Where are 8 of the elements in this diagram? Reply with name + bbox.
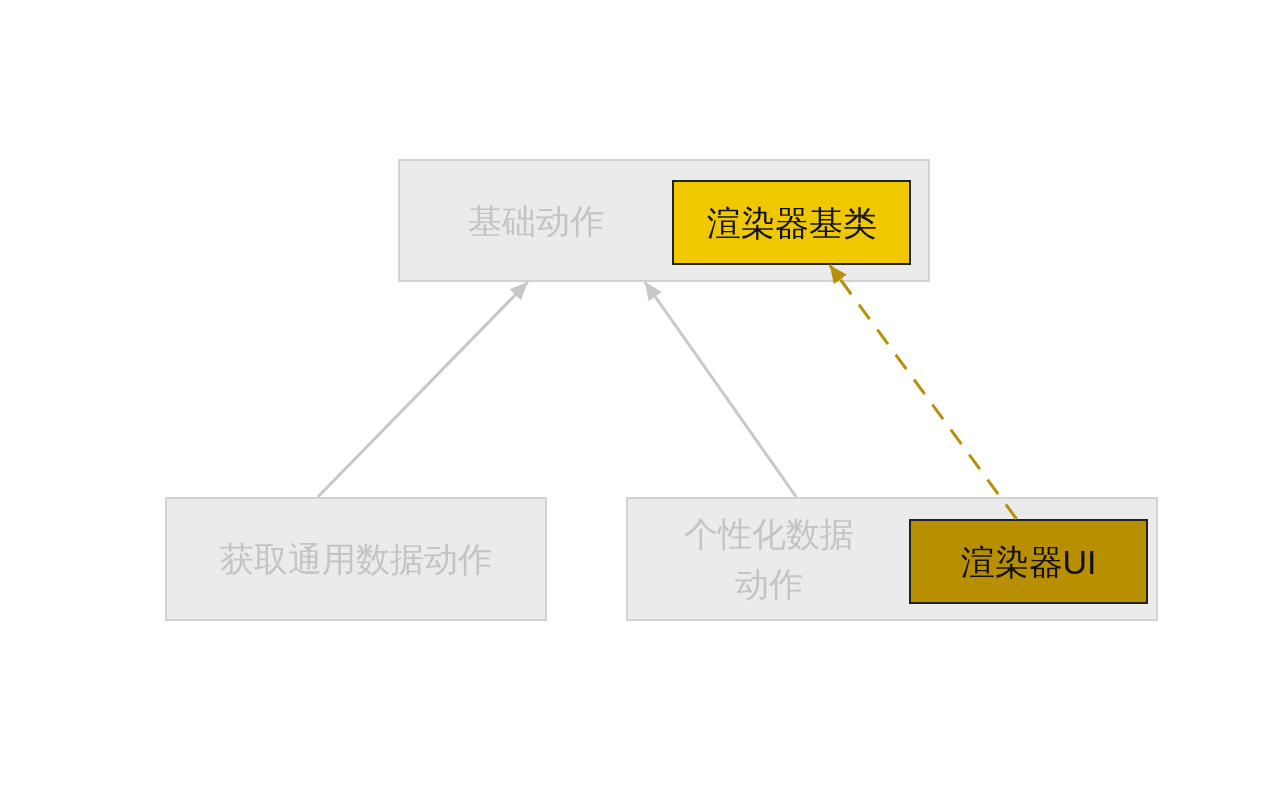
class-box: 渲染器基类 [672, 180, 911, 265]
class-box: 渲染器UI [909, 519, 1148, 604]
arrow [316, 280, 529, 499]
dashed-arrow [828, 264, 1018, 520]
group-box [398, 159, 930, 282]
group-box [165, 497, 547, 621]
group-box [626, 497, 1158, 621]
arrow [643, 281, 798, 498]
